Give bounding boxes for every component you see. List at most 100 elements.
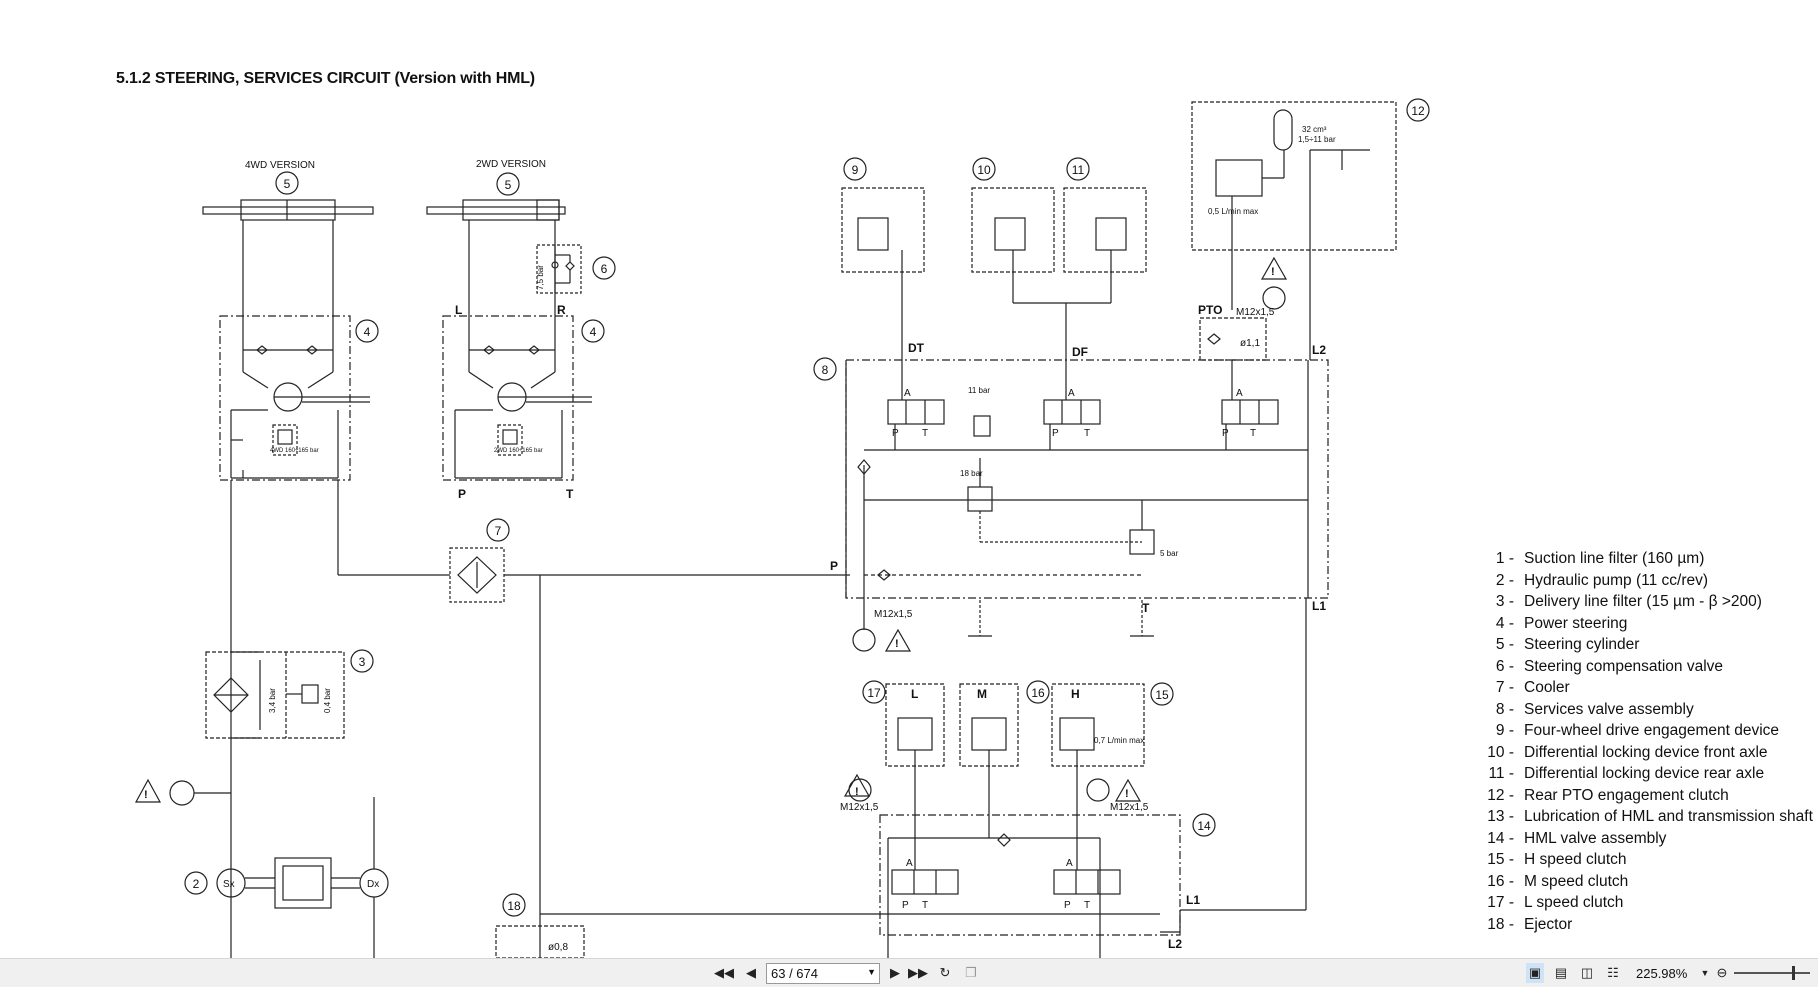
label-t-steering: T [566,487,574,501]
label-p-hml-1: P [902,900,909,911]
label-4wd-version: 4WD VERSION [245,160,315,171]
legend-item: 8 -Services valve assembly [1462,699,1818,721]
callout-8: 8 [822,363,829,377]
component-legend: 1 -Suction line filter (160 µm)2 -Hydrau… [1462,548,1818,935]
first-page-icon[interactable]: ◀◀ [714,965,734,980]
label-t-3: T [1250,428,1256,439]
callout-17: 17 [867,686,881,700]
label-flow-07: 0,7 L/min max [1094,736,1144,745]
legend-item-text: Cooler [1524,679,1570,696]
label-l1-services: L1 [1312,599,1326,613]
legend-item-number: 11 - [1488,765,1514,782]
page-title: 5.1.2 STEERING, SERVICES CIRCUIT (Versio… [116,70,535,87]
label-m-clutch: M [977,687,987,701]
two-page-icon[interactable]: ◫ [1580,965,1594,980]
legend-item-text: Power steering [1524,614,1628,632]
legend-item: 1 -Suction line filter (160 µm) [1462,548,1818,570]
label-p-services: P [830,559,838,573]
legend-item-text: H speed clutch [1524,851,1627,868]
label-p-1: P [892,428,899,439]
legend-item-number: 12 - [1487,786,1514,804]
zoom-out-icon[interactable]: ⊖ [1716,965,1728,980]
continuous-icon[interactable]: ▤ [1554,965,1568,980]
single-page-icon[interactable]: ▣ [1526,963,1544,983]
warning-icon-left: ! [144,789,148,801]
next-page-icon[interactable]: ▶ [890,965,900,980]
label-m12-services: M12x1,5 [874,609,913,620]
scroll-icon[interactable]: ☷ [1607,965,1619,980]
legend-item-number: 14 - [1487,829,1514,847]
label-phi08: ø0,8 [548,942,568,953]
legend-item: 10 -Differential locking device front ax… [1462,742,1818,764]
callout-16: 16 [1031,686,1045,700]
callout-15: 15 [1155,688,1169,702]
callout-3: 3 [359,655,366,669]
warning-icon-hml-left: ! [855,786,859,798]
label-p-3: P [1222,428,1229,439]
label-a-1: A [904,388,911,399]
label-l2-top: L2 [1312,343,1326,357]
legend-item-number: 17 - [1487,894,1514,911]
legend-item-text: Delivery line filter (15 µm - β >200) [1524,593,1762,610]
callout-2: 2 [193,877,200,891]
legend-item-text: Lubrication of HML and transmission shaf… [1524,808,1813,825]
legend-item-number: 16 - [1487,872,1514,890]
chevron-down-icon[interactable]: ▼ [1700,968,1710,978]
legend-item: 7 - Cooler [1462,677,1818,699]
legend-item-number: 5 - [1495,636,1514,653]
callout-6: 6 [601,262,608,276]
label-dt: DT [908,341,925,355]
callout-5-2wd: 5 [505,178,512,192]
legend-item-number: 18 - [1487,915,1514,933]
label-h-clutch: H [1071,687,1080,701]
legend-item-text: L speed clutch [1524,894,1624,911]
document-page: 5.1.2 STEERING, SERVICES CIRCUIT (Versio… [116,70,1818,958]
label-flow-05: 0,5 L/min max [1208,207,1258,216]
label-phi11: ø1,1 [1240,338,1260,349]
legend-item-text: Differential locking device front axle [1524,743,1768,761]
label-2wd-version: 2WD VERSION [476,159,546,170]
copy-page-icon[interactable]: ❐ [965,965,977,980]
zoom-slider-icon[interactable] [1734,966,1810,980]
legend-item-number: 7 - [1495,679,1514,696]
last-page-icon[interactable]: ▶▶ [908,965,928,980]
legend-item-number: 9 - [1495,722,1514,739]
page-number-input[interactable]: 63 / 674 ▼ [766,963,880,984]
label-r: R [557,303,566,317]
legend-item-number: 15 - [1487,851,1514,868]
legend-item: 3 -Delivery line filter (15 µm - β >200) [1462,591,1818,613]
callout-14: 14 [1197,819,1211,833]
label-dx: Dx [367,879,379,890]
hydraulic-circuit-diagram: 5 5 6 4 4 7 3 2 8 9 10 11 12 14 15 16 17… [134,98,1430,958]
chevron-down-icon[interactable]: ▼ [867,967,876,977]
zoom-level[interactable]: 225.98% [1636,966,1688,981]
label-a-3: A [1236,388,1243,399]
callout-11: 11 [1072,163,1085,177]
label-t-hml-2: T [1084,900,1090,911]
label-5-bar: 5 bar [1160,549,1179,558]
legend-item-number: 6 - [1495,657,1514,675]
label-sx: Sx [223,879,235,890]
callout-12: 12 [1411,104,1425,118]
label-m12-pto: M12x1,5 [1236,307,1275,318]
label-relief-2wd: 2WD 160÷165 bar [494,448,543,454]
prev-page-icon[interactable]: ◀ [746,965,756,980]
legend-item: 2 -Hydraulic pump (11 cc/rev) [1462,570,1818,592]
label-p-2: P [1052,428,1059,439]
legend-item-text: Steering cylinder [1524,636,1640,653]
legend-item: 14 -HML valve assembly [1462,828,1818,850]
legend-item-number: 4 - [1495,614,1514,632]
callout-5-4wd: 5 [284,177,291,191]
legend-item: 9 - Four-wheel drive engagement device [1462,720,1818,742]
page-indicator: 63 / 674 [771,966,818,981]
legend-item-text: Four-wheel drive engagement device [1524,722,1780,739]
rotate-icon[interactable]: ↻ [939,965,951,980]
zoom-slider-handle[interactable] [1792,966,1795,980]
label-p-hml-2: P [1064,900,1071,911]
label-18-bar: 18 bar [960,469,983,478]
legend-item-text: Services valve assembly [1524,700,1694,718]
legend-item-text: Rear PTO engagement clutch [1524,786,1729,804]
label-p-steering: P [458,487,466,501]
label-t-hml-1: T [922,900,928,911]
label-l-clutch: L [911,687,918,701]
